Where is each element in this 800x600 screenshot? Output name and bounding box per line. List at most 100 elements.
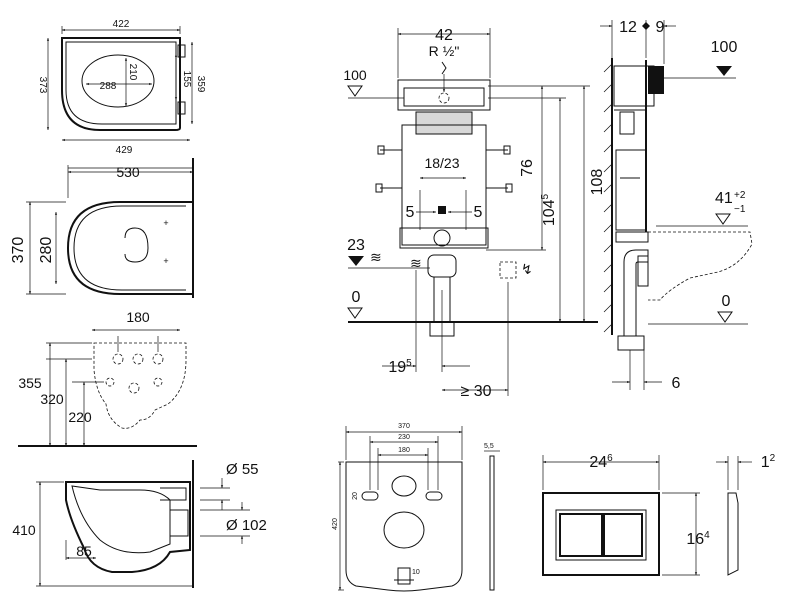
svg-text:12: 12 bbox=[761, 453, 776, 471]
svg-text:164: 164 bbox=[686, 530, 710, 548]
flush-plate-outline bbox=[542, 492, 660, 576]
side-depth-9: 9 bbox=[656, 19, 665, 36]
side-outlet bbox=[170, 509, 189, 537]
svg-text:195: 195 bbox=[388, 358, 412, 376]
plate-slot-right bbox=[425, 491, 443, 501]
flush-button-small bbox=[559, 513, 603, 557]
plate-thickness-view bbox=[489, 455, 495, 591]
outlet-elbow bbox=[427, 254, 457, 278]
bowl-top-view: + + 530 370 280 bbox=[10, 158, 194, 298]
frame-front-view: ↯ 42 R ½" 100 18/23 5 5 23 ≋ ≋ 0 bbox=[343, 27, 606, 400]
bowl-back-view: 180 355 320 220 bbox=[18, 309, 197, 447]
svg-text:+: + bbox=[163, 256, 168, 266]
seat-depth-right: 359 bbox=[195, 76, 206, 93]
height-76: 76 bbox=[519, 159, 536, 177]
side-bowl-inner bbox=[71, 485, 171, 554]
seat-depth-outer: 373 bbox=[37, 77, 48, 94]
side-bowl-outline bbox=[65, 481, 191, 573]
plate-hole-main bbox=[383, 511, 425, 549]
side-pipe-large: Ø 102 bbox=[226, 517, 267, 534]
plate-hole-top bbox=[391, 475, 417, 497]
height-104-sup: 5 bbox=[540, 193, 551, 199]
seat-width-bottom: 429 bbox=[116, 145, 133, 156]
plate-thickness: 5,5 bbox=[484, 443, 494, 450]
side-bowl-dashed bbox=[648, 231, 753, 301]
back-height-total: 355 bbox=[18, 375, 42, 391]
back-height-low: 220 bbox=[68, 409, 92, 425]
bottom-19-main: 19 bbox=[388, 359, 406, 376]
seat-hinge-top bbox=[177, 44, 186, 58]
frame-body bbox=[401, 124, 487, 246]
bowl-side-view: 410 85 Ø 55 Ø 102 bbox=[12, 460, 267, 588]
offset-left: 5 bbox=[406, 204, 415, 221]
svg-text:↯: ↯ bbox=[521, 261, 533, 277]
height-104-main: 104 bbox=[541, 199, 558, 226]
insulation-plate: 370 230 180 420 20 10 5,5 bbox=[332, 423, 500, 592]
bowl-rim bbox=[73, 205, 186, 291]
side-offset-6: 6 bbox=[672, 375, 681, 392]
height-108: 108 bbox=[589, 169, 606, 196]
bowl-outline bbox=[66, 201, 193, 295]
side-flush-plate bbox=[648, 66, 664, 94]
side-outlet-offset: 85 bbox=[76, 543, 92, 559]
bowl-outlet bbox=[124, 227, 149, 263]
bowl-width: 370 bbox=[10, 237, 27, 264]
flush-opening bbox=[415, 111, 473, 135]
offset-right: 5 bbox=[474, 204, 483, 221]
side-tol-plus: +2 bbox=[734, 190, 746, 201]
seat-hinge-bottom bbox=[177, 101, 186, 115]
svg-text:≋: ≋ bbox=[370, 249, 382, 265]
svg-text:246: 246 bbox=[589, 453, 613, 471]
level-0-label: 0 bbox=[352, 289, 361, 306]
min-distance: ≥ 30 bbox=[460, 383, 491, 400]
bowl-length: 530 bbox=[116, 164, 140, 180]
side-level-0: 0 bbox=[722, 293, 731, 310]
flush-height-main: 16 bbox=[686, 531, 704, 548]
level-23-label: 23 bbox=[347, 237, 365, 254]
seat-inner-depth: 210 bbox=[127, 64, 138, 81]
flush-range: 18/23 bbox=[424, 155, 459, 171]
side-height-41: 41 bbox=[715, 190, 733, 207]
seat-outline bbox=[61, 37, 181, 131]
toilet-seat-drawing: 422 429 373 359 288 210 155 bbox=[37, 19, 206, 156]
flush-plate: 246 164 12 bbox=[542, 453, 776, 576]
side-pipe-small: Ø 55 bbox=[226, 461, 259, 478]
frame-width: 42 bbox=[435, 27, 453, 44]
plate-width: 370 bbox=[398, 423, 410, 430]
seat-opening bbox=[81, 54, 155, 108]
plate-slot-left bbox=[361, 491, 379, 501]
bowl-inner-width: 280 bbox=[38, 237, 55, 264]
flush-plate-inner bbox=[555, 509, 647, 561]
flush-plate-side bbox=[727, 492, 739, 576]
plate-hole-180: 180 bbox=[398, 447, 410, 454]
frame-side-view: 100 12 9 41 +2 −1 0 6 bbox=[600, 19, 753, 392]
seat-inner-width: 288 bbox=[100, 81, 117, 92]
plate-hole-230: 230 bbox=[398, 434, 410, 441]
back-height-mid: 320 bbox=[40, 391, 64, 407]
flush-width-main: 24 bbox=[589, 454, 607, 471]
bowl-back-outline bbox=[93, 342, 187, 429]
seat-inner-right: 155 bbox=[181, 71, 192, 88]
svg-text:1045: 1045 bbox=[540, 193, 558, 226]
frame-thread: R ½" bbox=[429, 43, 460, 59]
flush-width-sup: 6 bbox=[607, 453, 613, 464]
side-tol-minus: −1 bbox=[734, 204, 746, 215]
plate-height: 420 bbox=[332, 518, 339, 530]
side-height: 410 bbox=[12, 522, 36, 538]
flush-button-large bbox=[603, 513, 643, 557]
back-hole-spacing: 180 bbox=[126, 309, 150, 325]
flush-depth-main: 1 bbox=[761, 454, 770, 471]
side-inlet bbox=[160, 487, 187, 501]
plate-outline bbox=[345, 461, 463, 592]
side-depth-12: 12 bbox=[619, 19, 637, 36]
seat-inner-edge bbox=[65, 41, 177, 125]
svg-text:+: + bbox=[163, 218, 168, 228]
svg-text:≋: ≋ bbox=[410, 255, 422, 271]
plate-foot: 10 bbox=[412, 569, 420, 576]
flush-height-sup: 4 bbox=[704, 530, 710, 541]
seat-width-top: 422 bbox=[113, 19, 130, 30]
bottom-19-sup: 5 bbox=[406, 358, 412, 369]
side-level-100: 100 bbox=[711, 39, 738, 56]
flush-depth-sup: 2 bbox=[770, 453, 776, 464]
level-100-label: 100 bbox=[343, 67, 367, 83]
